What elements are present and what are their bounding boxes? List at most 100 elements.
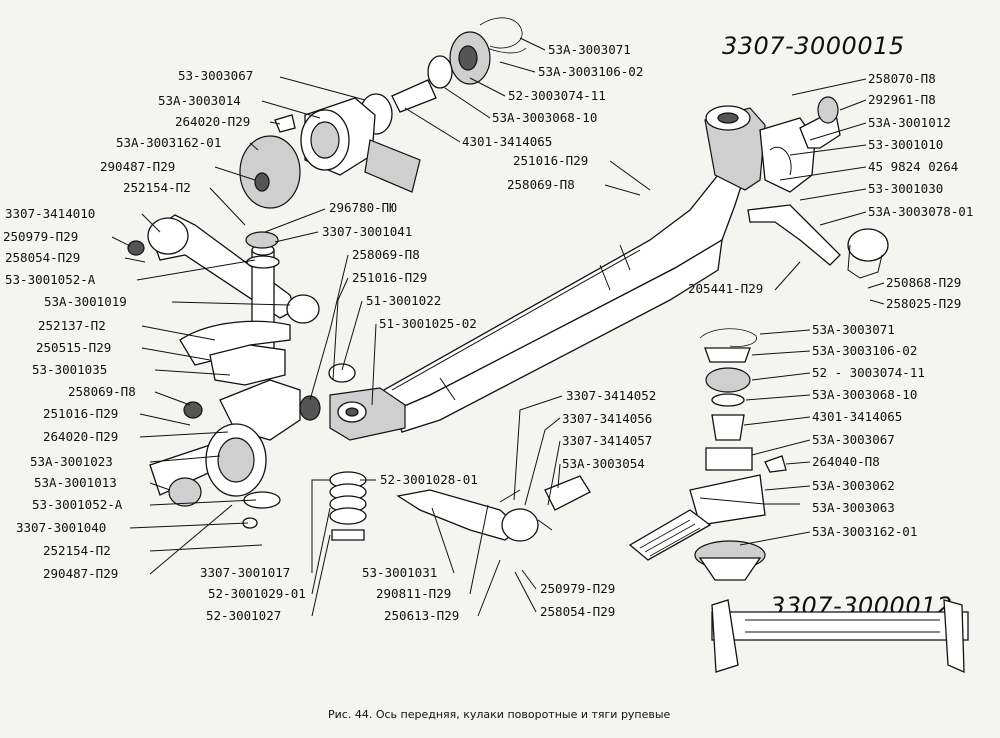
leader-line: [149, 499, 257, 506]
left-assembly-drawing: [127, 214, 356, 529]
leader-line: [171, 301, 291, 306]
part-label: 250613-П29: [384, 608, 459, 623]
part-label: 296780-ПЮ: [329, 200, 397, 215]
part-label: 252154-П2: [123, 180, 191, 195]
leader-line: [404, 107, 461, 143]
leader-line: [444, 87, 491, 119]
leader-line: [141, 213, 161, 233]
leader-line: [311, 507, 331, 595]
part-label: 258054-П29: [5, 250, 80, 265]
leader-line: [149, 455, 221, 463]
part-label: 53А-3003071: [548, 42, 631, 57]
part-label: 52-3001028-01: [380, 472, 478, 487]
part-label: 258069-П8: [352, 247, 420, 262]
axle-beam-drawing: [329, 105, 766, 441]
leader-line: [149, 504, 233, 575]
leader-line: [764, 485, 811, 491]
leader-line: [154, 391, 191, 406]
part-label: 250515-П29: [36, 340, 111, 355]
part-label: 53А-3003162-01: [116, 135, 221, 150]
leader-line: [514, 571, 537, 613]
part-label: 250979-П29: [3, 229, 78, 244]
leader-line: [779, 166, 867, 181]
part-label: 292961-П8: [868, 92, 936, 107]
leader-line: [799, 188, 867, 201]
leader-line: [154, 369, 231, 376]
leader-line: [609, 160, 651, 191]
part-label: 3307-3414057: [562, 433, 652, 448]
leader-line: [209, 187, 246, 226]
part-label: 258054-П29: [540, 604, 615, 619]
part-label: 52-3001029-01: [208, 586, 306, 601]
part-label: 3307-3414056: [562, 411, 652, 426]
leader-line: [869, 299, 885, 305]
leader-line: [477, 559, 501, 617]
part-label: 53А-3003071: [812, 322, 895, 337]
part-label: 3307-3001040: [16, 520, 106, 535]
part-label: 258070-П8: [868, 71, 936, 86]
leader-line: [311, 534, 331, 617]
part-label: 53-3001030: [868, 181, 943, 196]
part-label: 53-3001010: [868, 137, 943, 152]
leader-line: [745, 394, 811, 401]
part-label: 52-3001027: [206, 608, 281, 623]
leader-line: [269, 121, 281, 125]
leader-line: [111, 236, 131, 247]
leader-line: [149, 482, 171, 491]
part-label: 264020-П29: [175, 114, 250, 129]
leader-line: [274, 231, 319, 243]
part-label: 3307-3414010: [5, 206, 95, 221]
leader-line: [839, 99, 867, 111]
part-label: 264040-П8: [812, 454, 880, 469]
leader-line: [513, 395, 563, 501]
leader-line: [136, 259, 256, 281]
part-label: 53А-3003106-02: [538, 64, 643, 79]
leader-line: [124, 257, 146, 263]
leader-line: [129, 522, 249, 529]
figure-caption: Рис. 44. Ось передняя, кулаки поворотные…: [328, 708, 671, 721]
part-label: 4301-3414065: [462, 134, 552, 149]
leader-line: [524, 417, 561, 506]
part-label: 290487-П29: [100, 159, 175, 174]
part-label: 53-3001031: [362, 565, 437, 580]
leader-line: [149, 544, 263, 552]
leader-line: [819, 211, 867, 226]
part-label: 53А-3003068-10: [492, 110, 597, 125]
part-label: 53-3001052-А: [5, 272, 96, 287]
bushing-stack-drawing: [329, 471, 367, 541]
leader-lines: [111, 37, 885, 617]
leader-line: [547, 440, 561, 506]
leader-line: [785, 461, 811, 465]
leader-line: [431, 507, 455, 574]
part-label: 251016-П29: [513, 153, 588, 168]
right-knuckle-drawing: [747, 96, 889, 279]
part-labels: 53А-3003071 53А-3003106-02 53-3003067 52…: [3, 42, 973, 623]
part-label: 251016-П29: [352, 270, 427, 285]
part-label: 53А-3001023: [30, 454, 113, 469]
leader-line: [751, 439, 811, 456]
part-label: 205441-П29: [688, 281, 763, 296]
leader-line: [469, 77, 506, 97]
part-label: 3307-3414052: [566, 388, 656, 403]
leader-line: [743, 416, 811, 426]
leader-line: [739, 531, 811, 546]
top-ball-joint-drawing: [239, 17, 527, 209]
leader-line: [341, 300, 363, 371]
leader-line: [139, 413, 191, 426]
part-label: 258025-П29: [886, 296, 961, 311]
leader-line: [604, 184, 641, 196]
part-label: 250979-П29: [540, 581, 615, 596]
part-label: 264020-П29: [43, 429, 118, 444]
part-label: 51-3001022: [366, 293, 441, 308]
diagram-title-main: 3307-3000015: [722, 32, 905, 60]
leader-line: [261, 100, 321, 119]
part-label: 53А-3003062: [812, 478, 895, 493]
part-label: 252137-П2: [38, 318, 106, 333]
leader-line: [469, 504, 489, 595]
part-label: 53-3001052-А: [32, 497, 123, 512]
part-label: 290811-П29: [376, 586, 451, 601]
leader-line: [249, 142, 259, 151]
part-label: 51-3001025-02: [379, 316, 477, 331]
leader-line: [699, 497, 800, 505]
